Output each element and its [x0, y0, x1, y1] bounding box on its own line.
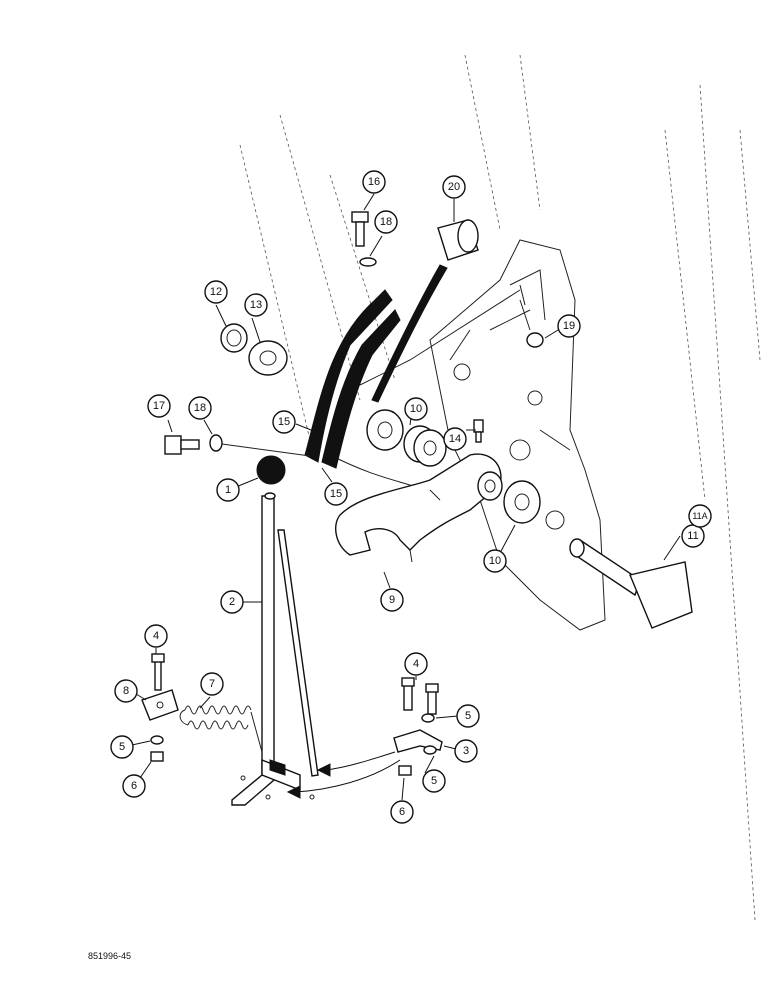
callout-label: 5	[465, 710, 471, 722]
knob	[256, 455, 286, 485]
lever-arm	[334, 453, 503, 563]
callout-label: 7	[209, 678, 215, 690]
callout-4-left: 4	[144, 624, 168, 648]
callout-9: 9	[380, 588, 404, 612]
callout-5-right-upper: 5	[456, 704, 480, 728]
callout-3: 3	[454, 739, 478, 763]
callout-label: 1	[225, 484, 231, 496]
background-frame-lines	[239, 54, 761, 921]
callout-17: 17	[147, 394, 171, 418]
callout-label: 11A	[692, 511, 707, 521]
callout-label: 15	[330, 488, 342, 500]
frame-plate	[429, 239, 606, 631]
callout-2: 2	[220, 590, 244, 614]
callout-label: 16	[368, 176, 380, 188]
leader-lines	[131, 193, 681, 801]
right-bracket	[393, 677, 443, 776]
callout-label: 18	[194, 402, 206, 414]
callout-label: 4	[153, 630, 159, 642]
callout-label: 9	[389, 594, 395, 606]
assembly-arrows	[286, 751, 401, 799]
callout-label: 5	[431, 775, 437, 787]
callout-19: 19	[557, 314, 581, 338]
callout-6-left: 6	[122, 774, 146, 798]
callout-6-right: 6	[390, 800, 414, 824]
callout-18-top: 18	[374, 210, 398, 234]
callout-7: 7	[200, 672, 224, 696]
pivot-pin	[569, 538, 693, 629]
callout-label: 13	[250, 299, 262, 311]
pivot-washers	[366, 409, 541, 524]
bolt-side	[164, 434, 311, 457]
callout-5-left: 5	[110, 735, 134, 759]
callout-label: 18	[380, 216, 392, 228]
callout-label: 14	[449, 433, 461, 445]
callout-label: 3	[463, 745, 469, 757]
bushing	[371, 219, 479, 403]
callout-label: 6	[399, 806, 405, 818]
callout-label: 5	[119, 741, 125, 753]
washer-13	[248, 340, 288, 376]
callout-15-top: 15	[272, 410, 296, 434]
callout-1: 1	[216, 478, 240, 502]
callout-10-bottom: 10	[483, 549, 507, 573]
callout-18-left: 18	[188, 396, 212, 420]
grease-fitting	[473, 419, 484, 443]
callout-label: 11	[687, 530, 698, 542]
callout-label: 19	[563, 320, 575, 332]
spring	[179, 705, 263, 753]
callout-label: 17	[153, 400, 165, 412]
left-bracket	[141, 653, 179, 762]
callout-8: 8	[114, 679, 138, 703]
callout-label: 10	[489, 555, 501, 567]
callout-20: 20	[442, 175, 466, 199]
callout-16: 16	[362, 170, 386, 194]
callout-label: 15	[278, 416, 290, 428]
callout-label: 2	[229, 596, 235, 608]
callout-13: 13	[244, 293, 268, 317]
callout-15-bottom: 15	[324, 482, 348, 506]
seal-strips	[304, 289, 401, 469]
nut-19	[526, 332, 544, 348]
callout-5-right-lower: 5	[422, 769, 446, 793]
callout-label: 12	[210, 286, 222, 298]
callout-11: 11	[681, 524, 705, 548]
callout-11a: 11A	[688, 504, 712, 528]
callout-10-top: 10	[404, 397, 428, 421]
callout-label: 20	[448, 181, 460, 193]
callout-label: 4	[413, 658, 419, 670]
bolt-top	[351, 211, 377, 267]
shift-lever	[231, 492, 319, 806]
callout-14: 14	[443, 427, 467, 451]
callout-label: 8	[123, 685, 129, 697]
callout-4-right: 4	[404, 652, 428, 676]
figure-id: 851996-45	[88, 951, 132, 961]
callout-label: 6	[131, 780, 137, 792]
callout-label: 10	[410, 403, 422, 415]
snap-ring	[220, 323, 248, 353]
callout-12: 12	[204, 280, 228, 304]
